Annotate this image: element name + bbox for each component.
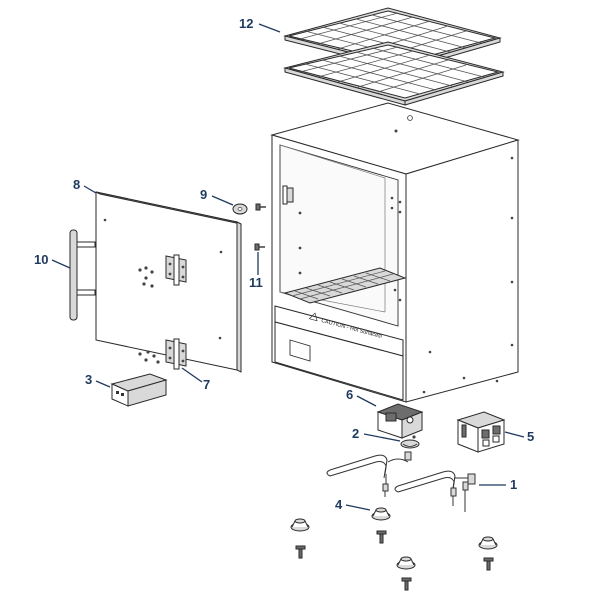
heating-element-left	[326, 451, 412, 497]
thermostat-bulb	[400, 435, 420, 449]
screw-lower	[254, 243, 265, 251]
callout-11: 11	[249, 252, 263, 290]
callout-10: 10	[34, 252, 71, 269]
callout-7: 7	[181, 367, 210, 392]
callout-number-1: 1	[510, 477, 517, 492]
callout-number-3: 3	[85, 372, 92, 387]
leveling-foot-4	[396, 556, 416, 591]
wire-shelf-lower	[283, 41, 505, 106]
door-handle	[69, 229, 96, 321]
callout-2: 2	[352, 426, 401, 442]
callout-number-7: 7	[203, 377, 210, 392]
leveling-foot-3	[478, 536, 498, 571]
callout-number-2: 2	[352, 426, 359, 441]
callout-number-11: 11	[249, 275, 263, 290]
callout-number-4: 4	[335, 497, 343, 512]
washer	[232, 203, 248, 215]
cabinet-body	[270, 102, 520, 403]
control-module	[110, 373, 168, 407]
callout-9: 9	[200, 187, 234, 206]
callout-number-12: 12	[239, 16, 253, 31]
callout-3: 3	[85, 372, 111, 388]
callout-8: 8	[73, 177, 97, 194]
callout-1: 1	[479, 477, 517, 492]
callout-number-10: 10	[34, 252, 48, 267]
callout-number-8: 8	[73, 177, 80, 192]
door-hinge-upper	[165, 254, 187, 286]
callout-number-5: 5	[527, 429, 534, 444]
callout-number-6: 6	[346, 387, 353, 402]
leveling-foot-2	[371, 507, 391, 544]
door-hinge-lower	[165, 338, 187, 370]
callout-5: 5	[504, 429, 534, 444]
heating-element-right	[394, 470, 476, 512]
leveling-foot-1	[290, 518, 310, 559]
callout-number-9: 9	[200, 187, 207, 202]
terminal-block	[456, 411, 506, 453]
callout-6: 6	[346, 387, 377, 407]
screw-upper	[255, 203, 266, 211]
callout-12: 12	[239, 16, 281, 33]
thermostat	[376, 403, 424, 439]
callout-4: 4	[335, 497, 371, 512]
door-panel	[95, 191, 242, 373]
